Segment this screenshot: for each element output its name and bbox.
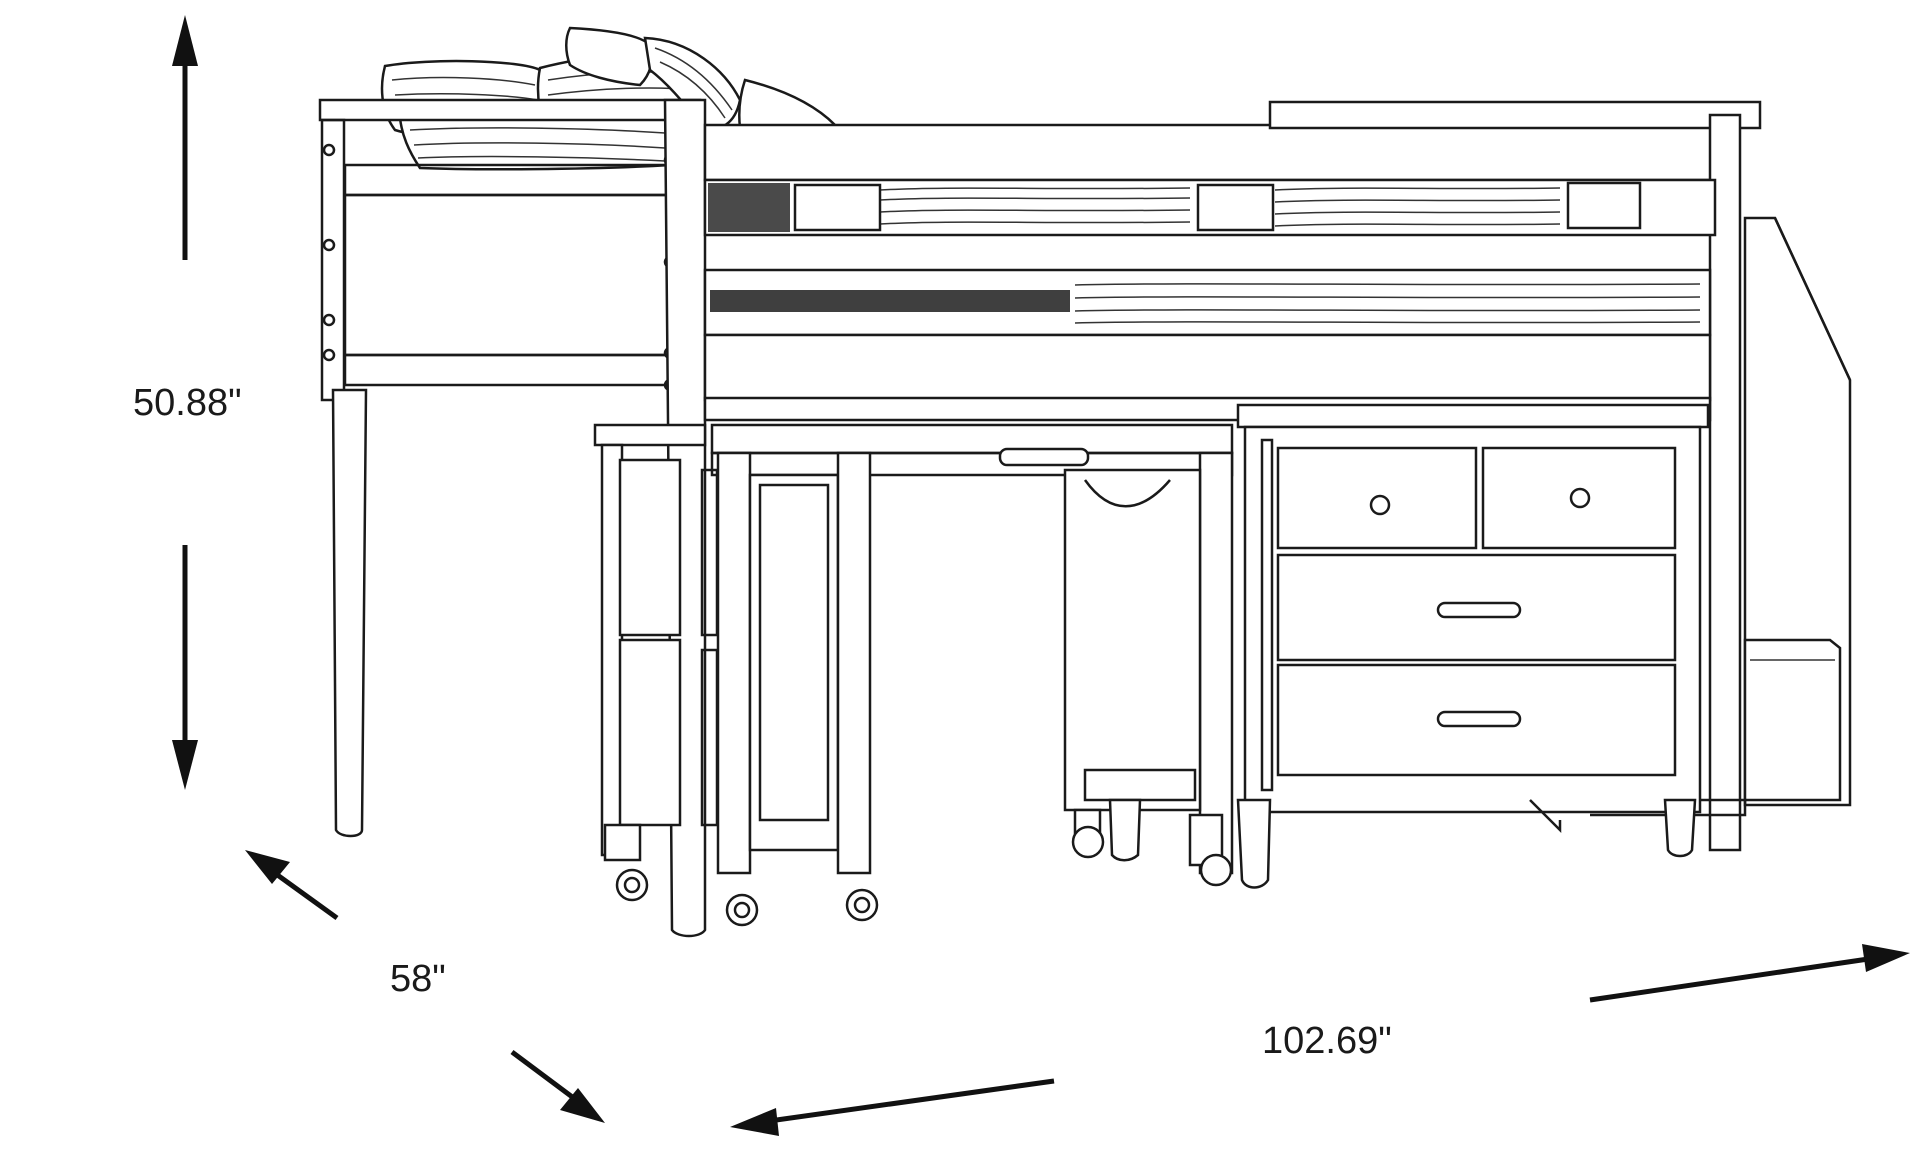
depth-dimension-label: 58" (390, 958, 446, 1000)
height-dimension-label: 50.88" (133, 382, 242, 424)
staircase-chest (1590, 216, 1852, 817)
drawer-chest (1236, 403, 1710, 889)
width-dimension-arrow (730, 944, 1910, 1136)
desk (710, 423, 1234, 927)
desk-chest (1063, 468, 1233, 887)
height-dimension-arrow (172, 15, 198, 790)
depth-dimension-arrow (245, 850, 605, 1123)
bed-side-rail (703, 100, 1762, 852)
width-dimension-label: 102.69" (1262, 1020, 1392, 1062)
rolling-bookcase (593, 423, 719, 902)
